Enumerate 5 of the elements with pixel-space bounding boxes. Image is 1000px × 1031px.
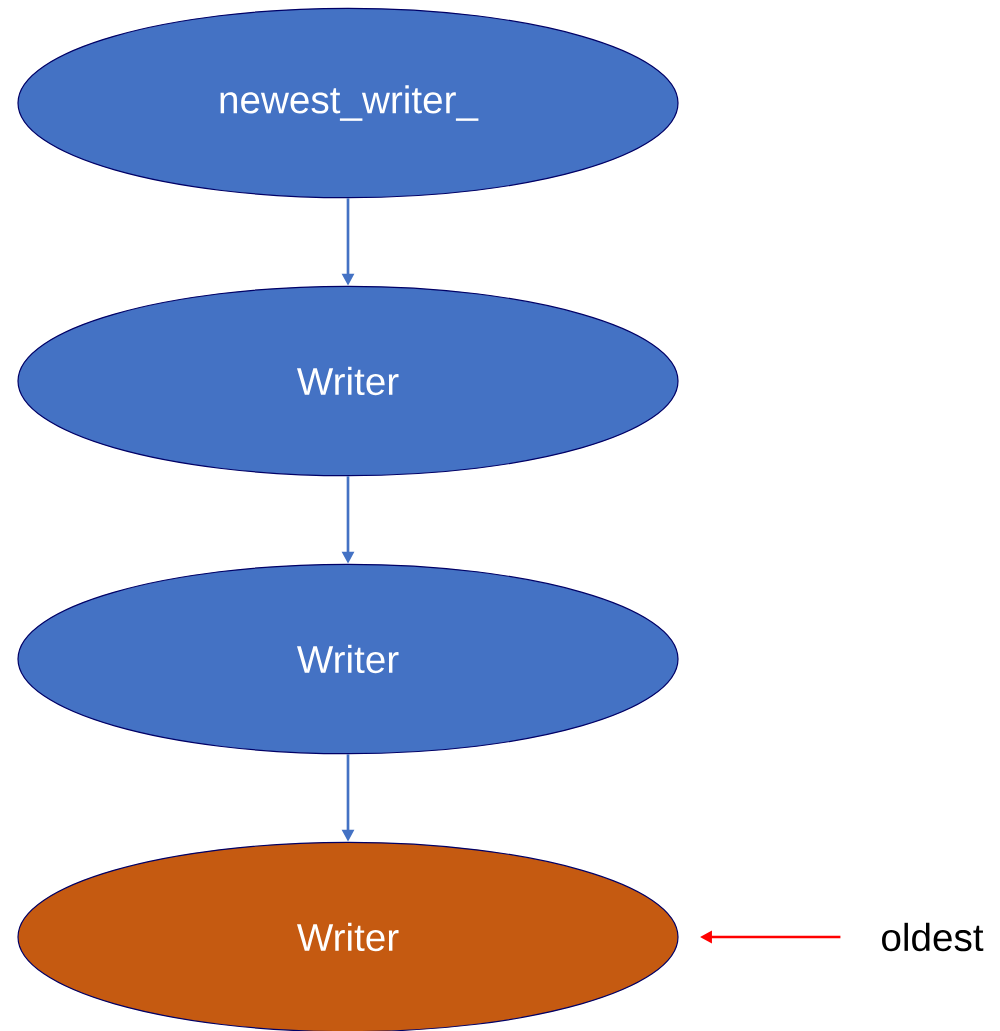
ellipse-node: Writer — [17, 563, 679, 755]
ellipse-node: Writer — [17, 841, 679, 1031]
ellipse-node: newest_writer_ — [17, 7, 679, 199]
text-label: oldest — [882, 922, 984, 952]
ellipse-node: Writer — [17, 285, 679, 477]
